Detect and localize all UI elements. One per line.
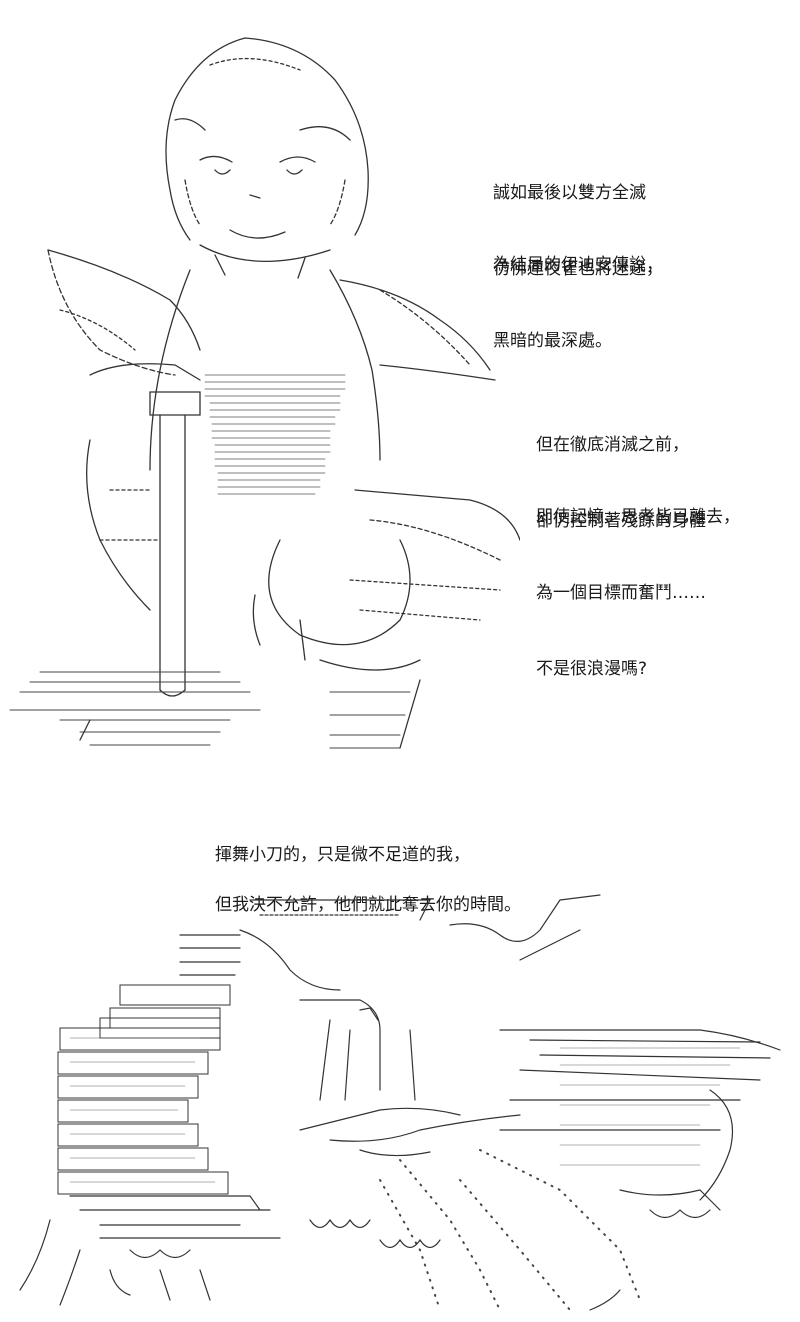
narration-line: 揮舞小刀的，只是微不足道的我， — [215, 845, 470, 865]
narration-block-5: 不是很浪漫嗎? — [536, 609, 647, 705]
narration-line: 誠如最後以雙方全滅 — [493, 183, 646, 203]
narration-line: 不是很浪漫嗎? — [536, 659, 648, 679]
narration-block-4: 卻仍控制著殘餘的身體 為一個目標而奮鬥…… — [536, 461, 706, 629]
narration-line: 黑暗的最深處。 — [493, 331, 612, 351]
narration-line: 即使記憶、思考皆已離去， — [536, 507, 740, 527]
narration-block-6: 揮舞小刀的，只是微不足道的我， — [215, 795, 470, 891]
narration-line: 為一個目標而奮鬥…… — [536, 583, 706, 603]
narration-block-1: 誠如最後以雙方全滅 為結局的伊迪安傳說， — [493, 133, 663, 301]
narration-line: 為結局的伊迪安傳說， — [493, 255, 663, 275]
ascii-art-girl-with-knife — [0, 20, 520, 760]
narration-line: 卻仍控制著殘餘的身體 — [536, 511, 706, 531]
ascii-art-cluttered-scene — [0, 890, 800, 1315]
narration-line: 但在徹底消滅之前， — [536, 435, 689, 455]
narration-block-2: 彷彿連夜雀也將迷途， 黑暗的最深處。 — [493, 209, 663, 377]
narration-block-3: 但在徹底消滅之前， 即使記憶、思考皆已離去， — [536, 385, 740, 553]
narration-line: 彷彿連夜雀也將迷途， — [493, 259, 663, 279]
